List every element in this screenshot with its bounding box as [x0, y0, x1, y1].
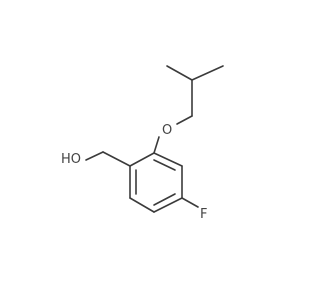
ring-bond-6 — [153, 152, 183, 167]
molecule-diagram: O HO F — [61, 65, 224, 222]
bond-ch2-oxygen — [176, 115, 193, 125]
atom-label-hydroxyl: HO — [61, 152, 81, 167]
bond-ring-fluorine — [181, 197, 199, 208]
structure-canvas: O HO F — [61, 65, 224, 222]
ring-bond-3 — [129, 197, 155, 213]
bond-methyl-right — [191, 65, 224, 81]
ring-inner-bond-2 — [153, 193, 176, 206]
atom-label-fluorine: F — [200, 207, 207, 222]
atom-label-oxygen: O — [162, 123, 172, 138]
ring-inner-bond-3 — [153, 159, 176, 171]
bond-ch2-hydroxyl — [85, 151, 104, 161]
ring-bond-4 — [153, 197, 183, 213]
bond-ring-ch2 — [102, 151, 131, 167]
ring-bond-1 — [129, 152, 155, 167]
bond-methyl-left — [166, 65, 193, 81]
bond-oxygen-ring — [153, 136, 160, 154]
